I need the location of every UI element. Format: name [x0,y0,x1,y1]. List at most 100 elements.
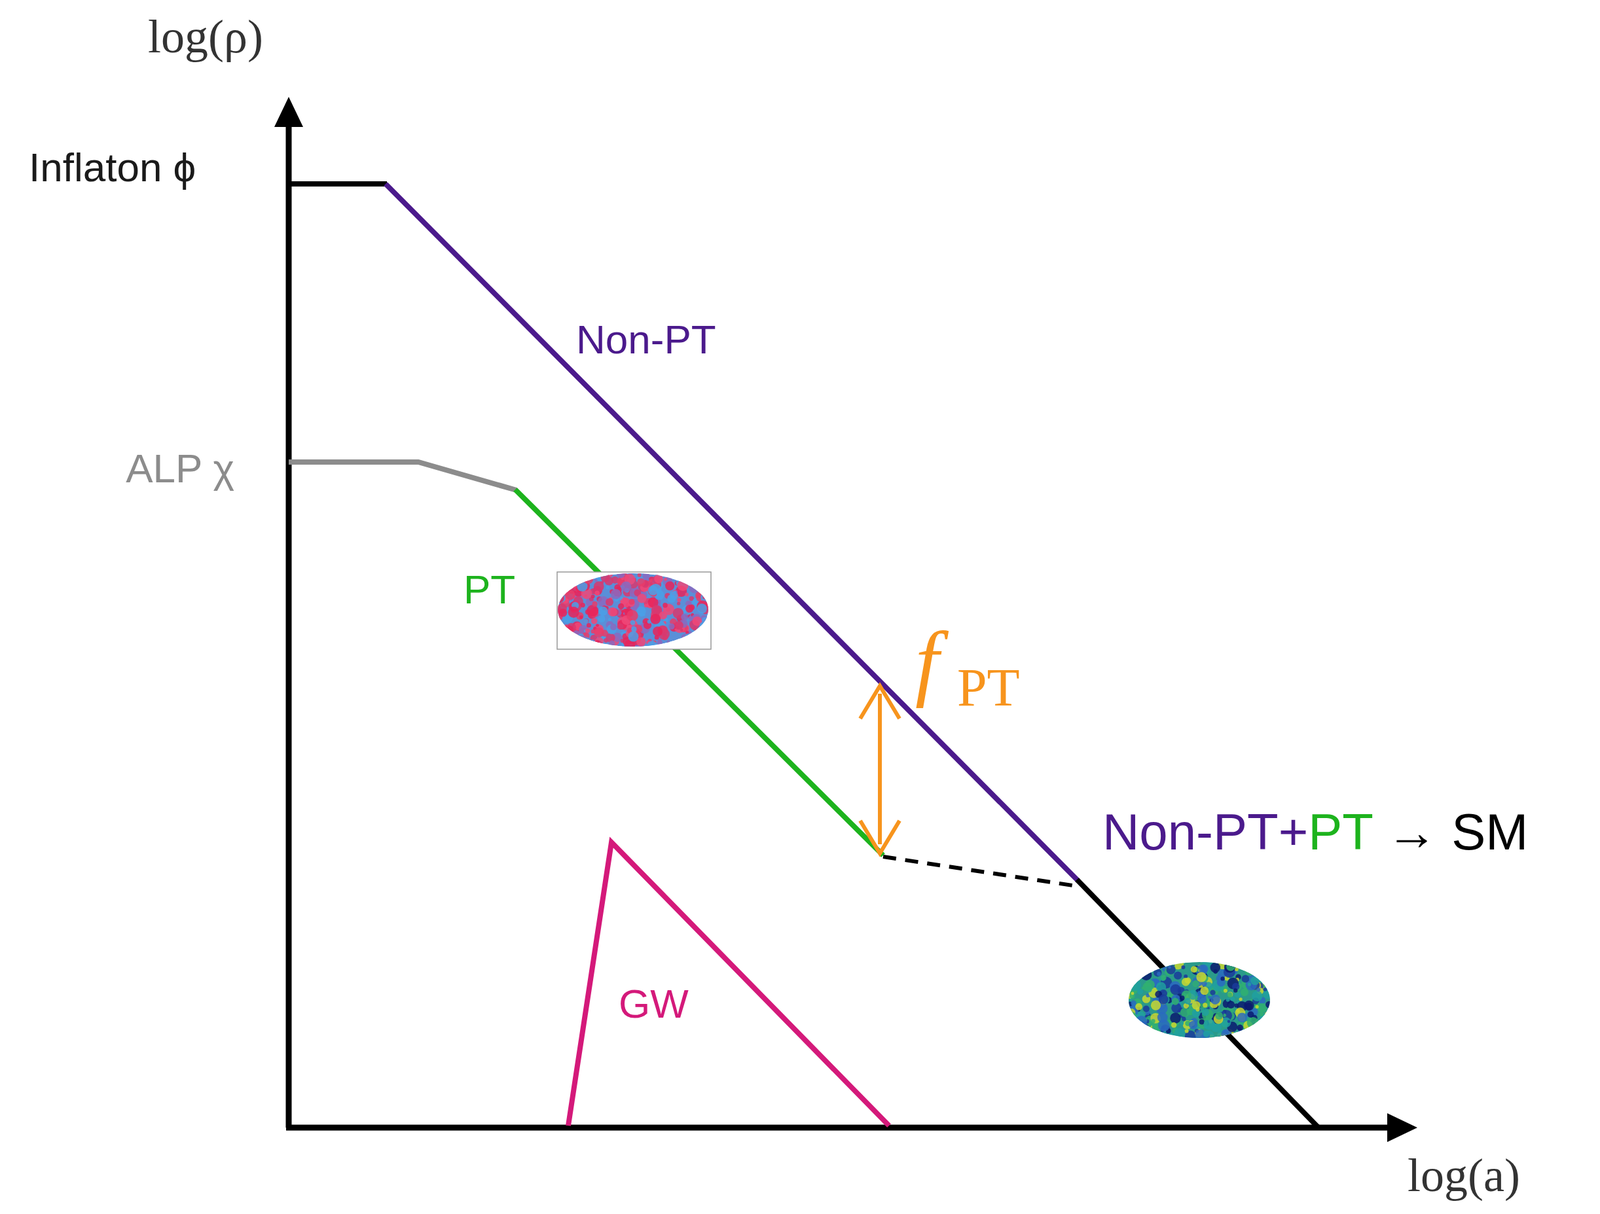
cmb-spot [1160,975,1166,981]
cmb-spot [606,624,617,635]
cmb-spot [1167,966,1172,970]
cmb-spot [1241,975,1250,984]
cmb-spot [1127,1019,1133,1025]
cmb-spot [1236,1029,1248,1041]
cmb-spot [597,615,606,624]
cmb-spot [1180,1022,1184,1026]
cmb-map-red [553,568,713,651]
cmb-spot [1240,988,1249,997]
cmb-spot [676,602,681,606]
gw-spectrum [568,842,890,1127]
cmb-spot [1181,1017,1186,1022]
cmb-spot [1237,963,1244,969]
merge-part: → SM [1385,806,1528,858]
cmb-spot [1183,974,1188,979]
cmb-spot [594,579,598,583]
cmb-spot [576,635,588,647]
cmb-spot [1127,983,1132,988]
cmb-spot [1255,968,1262,975]
cmb-spot [1124,1021,1136,1034]
cmb-spot [593,581,605,592]
cmb-spot [1139,1031,1149,1041]
cmb-spot [1129,966,1133,970]
cmb-spot [1259,961,1267,968]
cmb-spot [1201,1009,1214,1021]
cmb-spot [1169,1012,1182,1024]
fraction-symbol: f [915,618,939,704]
cmb-spot [629,593,634,597]
cmb-spot [636,578,646,588]
cmb-spot [1170,984,1182,996]
cmb-spot [557,589,562,594]
cmb-spot [583,619,588,624]
cmb-spot [557,585,561,590]
cmb-spot [702,592,707,597]
cmb-spot [1173,1028,1186,1041]
cmb-spot [1130,964,1138,972]
cmb-spot [1192,1001,1201,1011]
cmb-spot [637,573,642,578]
cmb-spot [697,603,708,614]
cmb-spot [595,640,602,648]
cmb-spot [579,615,583,619]
cmb-spot [1158,995,1169,1005]
cmb-spot [1130,974,1140,983]
cmb-spot [1199,1019,1205,1025]
cmb-spot [684,633,694,643]
cmb-spot [672,569,683,580]
cmb-spot [1130,1000,1137,1007]
cmb-spot [567,636,571,640]
cmb-spot [1243,1000,1255,1012]
cmb-spot [591,594,596,599]
cmb-spot [692,630,696,634]
cmb-spot [568,606,580,619]
merge-part: Non-PT+ [1102,806,1309,858]
cmb-spot [1257,1003,1267,1013]
cmb-spot [1131,992,1135,996]
cmb-spot [699,574,710,586]
cmb-spot [1203,1025,1208,1030]
cmb-spot [577,572,585,581]
cmb-spot [1262,1029,1273,1041]
cmb-spot [627,631,639,643]
cmb-spot [1215,1012,1223,1020]
cmb-spot [1253,972,1257,977]
cmb-spot [1259,976,1267,984]
cmb-spot [608,640,615,647]
cmb-spot [559,596,564,601]
cmb-spot [1134,1035,1138,1039]
cmb-spot [663,578,668,582]
cmb-spot [677,640,688,651]
cmb-spot [677,580,689,592]
cmb-spot [1143,982,1153,992]
cmb-spot [591,618,598,624]
cmb-spot [1248,1030,1254,1036]
cmb-spot [580,642,587,649]
cmb-spot [1130,1024,1135,1029]
cmb-spot [1150,1000,1161,1011]
cmb-spot [689,572,695,579]
cmb-spot [654,574,663,584]
cmb-spot [1263,987,1268,992]
cmb-spot [652,626,663,637]
cmb-spot [594,591,600,597]
cmb-spot [1220,976,1225,981]
cmb-spot [1256,1033,1263,1040]
cmb-spot [564,625,573,634]
cmb-spot [578,568,589,579]
cmb-spot [1181,978,1191,987]
cmb-spot [1137,1028,1142,1034]
cmb-spot [580,602,586,608]
pt-line [515,489,884,856]
cmb-spot [1171,1022,1177,1028]
cmb-spot [1148,963,1156,971]
cmb-spot [642,572,650,580]
cmb-spot [1233,988,1238,993]
cmb-spot [695,576,699,580]
cmb-spot [568,581,573,586]
cmb-spot [673,571,681,579]
cmb-frame [557,572,711,650]
cmb-spot [1226,962,1235,971]
cmb-spot [647,619,652,624]
